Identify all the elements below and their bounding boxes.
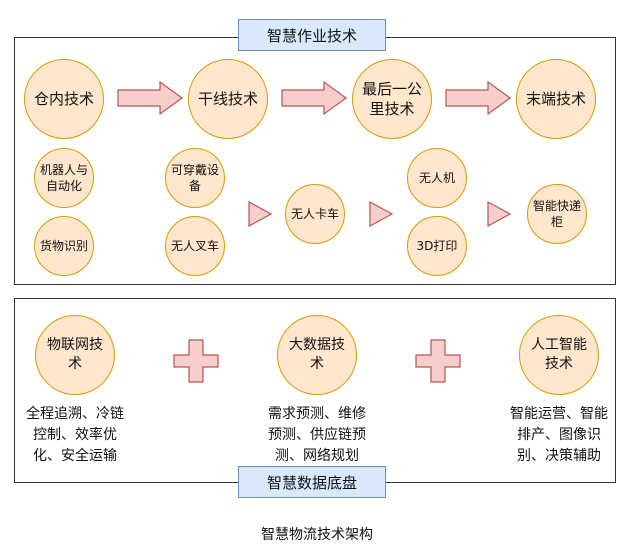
plus-sign-1 — [173, 339, 219, 383]
item-goods-recognition: 货物识别 — [34, 216, 94, 276]
item-3d-printing: 3D打印 — [407, 216, 467, 276]
item-wearable-devices: 可穿戴设 备 — [165, 148, 225, 208]
item-unmanned-truck: 无人卡车 — [285, 184, 345, 244]
arrow-trunk-to-lastmile — [281, 80, 348, 116]
pillar-iot: 物联网技 术 — [35, 315, 115, 395]
item-unmanned-forklift: 无人叉车 — [165, 216, 225, 276]
arrow-lastmile-to-end — [445, 80, 512, 116]
stage-warehouse: 仓内技术 — [24, 59, 104, 139]
plus-sign-2 — [415, 339, 461, 383]
triangle-1 — [248, 200, 273, 228]
figure-caption: 智慧物流技术架构 — [261, 527, 373, 543]
smart-operation-title: 智慧作业技术 — [238, 19, 386, 51]
data-platform-title: 智慧数据底盘 — [238, 466, 386, 498]
triangle-2 — [369, 200, 394, 228]
pillar-iot-desc: 全程追溯、冷链 控制、效率优 化、安全运输 — [26, 406, 124, 464]
stage-trunk: 干线技术 — [188, 59, 268, 139]
item-robot-automation: 机器人与 自动化 — [34, 148, 94, 208]
item-smart-locker: 智能快递 柜 — [527, 184, 587, 244]
item-drone: 无人机 — [407, 148, 467, 208]
pillar-big-data: 大数据技 术 — [277, 315, 357, 395]
arrow-warehouse-to-trunk — [117, 80, 184, 116]
triangle-3 — [487, 200, 512, 228]
stage-end: 末端技术 — [516, 59, 596, 139]
pillar-big-data-desc: 需求预测、维修 预测、供应链预 测、网络规划 — [268, 406, 366, 464]
stage-last-mile: 最后一公 里技术 — [352, 59, 432, 139]
pillar-ai-desc: 智能运营、智能 排产、图像识 别、决策辅助 — [510, 406, 608, 464]
pillar-ai: 人工智能 技术 — [519, 315, 599, 395]
